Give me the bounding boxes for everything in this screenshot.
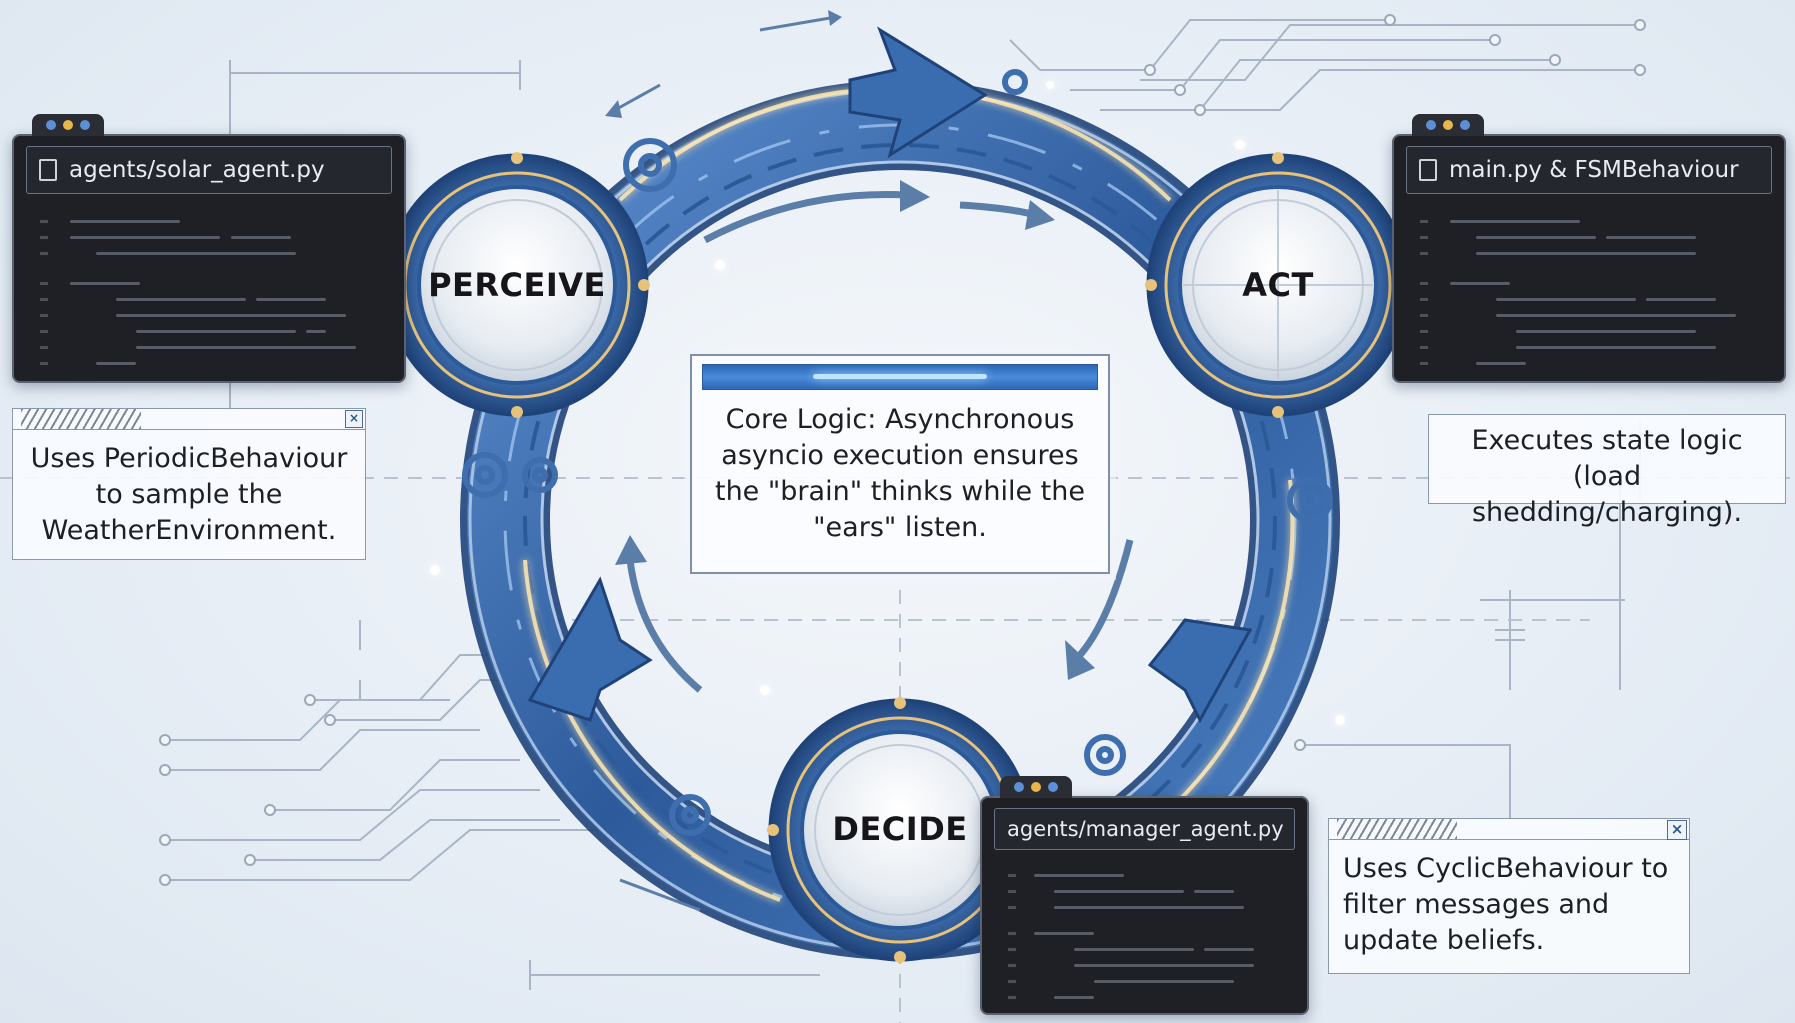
act-label: ACT xyxy=(1242,266,1314,304)
core-logic-line: Core Logic: Asynchronous xyxy=(725,404,1075,435)
caption-hatch xyxy=(1329,819,1689,840)
core-logic-text: Core Logic: Asynchronous asyncio executi… xyxy=(706,402,1094,546)
manager-agent-filename: agents/manager_agent.py xyxy=(1007,817,1284,841)
act-caption-line: Executes state logic xyxy=(1471,425,1743,456)
close-icon[interactable]: × xyxy=(345,410,363,428)
perceive-label: PERCEIVE xyxy=(428,266,606,304)
window-dots xyxy=(1412,114,1484,136)
core-logic-line: asyncio execution ensures xyxy=(721,440,1079,471)
caption-hatch xyxy=(13,409,365,430)
perceive-caption-line: to sample the xyxy=(95,479,283,510)
gear-icon xyxy=(462,69,1333,836)
core-logic-line: "ears" listen. xyxy=(813,512,987,543)
close-icon[interactable]: × xyxy=(1667,820,1687,840)
decide-caption-line: filter messages and xyxy=(1343,889,1610,920)
decide-caption-line: Uses CyclicBehaviour to xyxy=(1343,853,1669,884)
manager-agent-titlebar: agents/manager_agent.py xyxy=(994,808,1295,850)
perceive-caption-text: Uses PeriodicBehaviour to sample the Wea… xyxy=(23,441,355,549)
code-lines xyxy=(26,202,392,369)
solar-agent-titlebar: agents/solar_agent.py xyxy=(26,146,392,194)
flow-arrows xyxy=(527,10,1253,912)
window-dots xyxy=(32,114,104,136)
main-window: main.py & FSMBehaviour xyxy=(1392,114,1786,383)
decide-node xyxy=(768,698,1032,962)
main-filename: main.py & FSMBehaviour xyxy=(1449,157,1739,183)
solar-agent-filename: agents/solar_agent.py xyxy=(69,157,325,183)
sparkles xyxy=(430,81,1345,725)
main-titlebar: main.py & FSMBehaviour xyxy=(1406,146,1772,194)
decide-caption: × Uses CyclicBehaviour to filter message… xyxy=(1328,818,1690,974)
code-lines xyxy=(1406,202,1772,369)
act-caption: Executes state logic (load shedding/char… xyxy=(1428,414,1786,528)
file-icon xyxy=(1419,159,1437,181)
file-icon xyxy=(39,159,57,181)
perceive-caption-line: WeatherEnvironment. xyxy=(41,515,337,546)
core-logic-line: the "brain" thinks while the xyxy=(714,476,1085,507)
core-logic-panel: Core Logic: Asynchronous asyncio executi… xyxy=(690,354,1110,574)
circuit-nodes xyxy=(159,14,1646,886)
act-caption-line: (load shedding/charging). xyxy=(1471,461,1743,528)
manager-agent-window: agents/manager_agent.py xyxy=(980,776,1309,1015)
decide-caption-text: Uses CyclicBehaviour to filter messages … xyxy=(1343,851,1679,959)
perceive-caption-line: Uses PeriodicBehaviour xyxy=(30,443,348,474)
act-caption-text: Executes state logic (load shedding/char… xyxy=(1439,423,1775,531)
perceive-caption: × Uses PeriodicBehaviour to sample the W… xyxy=(12,408,366,560)
solar-agent-window: agents/solar_agent.py xyxy=(12,114,406,383)
code-lines xyxy=(994,858,1295,1001)
window-dots xyxy=(1000,776,1072,798)
core-logic-titlebar xyxy=(702,364,1098,390)
decide-caption-line: update beliefs. xyxy=(1343,925,1545,956)
decide-label: DECIDE xyxy=(832,810,968,848)
